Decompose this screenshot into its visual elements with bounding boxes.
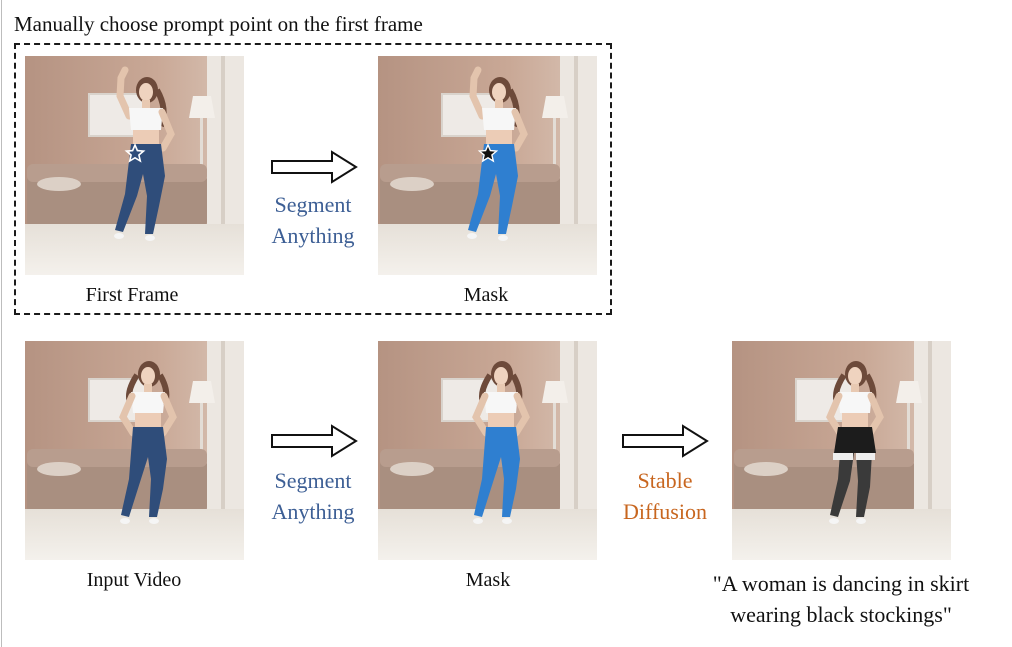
- first-frame-image: [25, 56, 244, 275]
- input-video-image: [25, 341, 244, 560]
- stable-diffusion-label: Stable Diffusion: [623, 468, 707, 524]
- diagram-header: Manually choose prompt point on the firs…: [14, 12, 423, 36]
- first-frame-dashed-box: [14, 43, 612, 315]
- mask-overlay: [474, 427, 520, 517]
- arrow-icon: [271, 424, 358, 458]
- input-video-caption: Input Video: [86, 569, 182, 591]
- video-mask-caption: Mask: [465, 569, 511, 591]
- mask-caption: Mask: [463, 284, 509, 306]
- segment-anything-label-2: Segment Anything: [271, 468, 355, 524]
- mask-image: [378, 56, 597, 275]
- prompt-star-icon: [124, 142, 146, 163]
- left-edge-line: [1, 0, 2, 647]
- video-mask-image: [378, 341, 597, 560]
- text-prompt: "A woman is dancing in skirt wearing bla…: [712, 571, 970, 627]
- prompt-star-icon: [477, 143, 499, 163]
- first-frame-caption: First Frame: [85, 284, 179, 306]
- arrow-icon: [622, 424, 709, 458]
- segment-anything-label: Segment Anything: [271, 192, 355, 248]
- edited-video-image: [732, 341, 951, 560]
- mask-overlay: [468, 144, 518, 234]
- arrow-icon: [271, 150, 358, 184]
- jeans: [115, 144, 165, 234]
